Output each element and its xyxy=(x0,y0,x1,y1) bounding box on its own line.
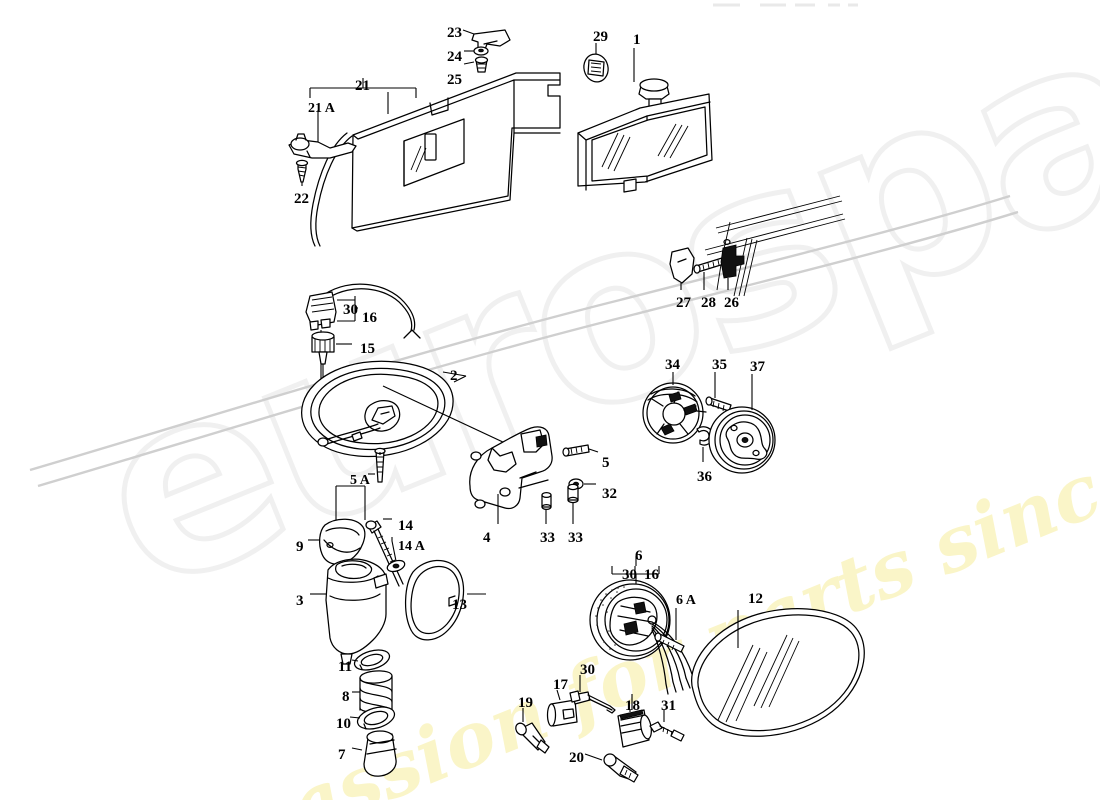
callout-34: 34 xyxy=(665,357,680,373)
callout-36: 36 xyxy=(697,469,712,485)
callout-28: 28 xyxy=(701,295,716,311)
callout-21-a: 21 A xyxy=(308,101,335,116)
leader-9-group xyxy=(335,485,366,520)
callout-4: 4 xyxy=(483,530,491,546)
callout-37: 37 xyxy=(750,359,765,375)
part-washer-24 xyxy=(464,46,489,56)
part-screw-22 xyxy=(295,159,309,186)
callout-9: 9 xyxy=(296,539,304,555)
part-motor-6 xyxy=(589,556,698,695)
part-terminal-19 xyxy=(515,708,550,754)
callout-23: 23 xyxy=(447,25,462,41)
part-ring-11 xyxy=(351,649,391,671)
callout-21: 21 xyxy=(355,78,370,94)
part-connector-15 xyxy=(311,331,352,398)
callout-26: 26 xyxy=(724,295,739,311)
part-sun-visor xyxy=(310,72,561,247)
part-sleeve-17 xyxy=(546,689,578,727)
callout-33: 33 xyxy=(540,530,555,546)
door-pillar-lines xyxy=(704,195,846,297)
callout-30: 30 xyxy=(622,567,637,583)
callout-22: 22 xyxy=(294,191,309,207)
callout-13: 13 xyxy=(452,597,467,613)
part-bushing-7 xyxy=(351,730,397,777)
callout-14-a: 14 A xyxy=(398,539,425,554)
callout-29: 29 xyxy=(593,29,608,45)
callout-6-a: 6 A xyxy=(676,593,696,608)
part-screw-35 xyxy=(705,372,732,412)
callout-18: 18 xyxy=(625,698,640,714)
callout-32: 32 xyxy=(602,486,617,502)
part-mirror-glass-12 xyxy=(691,608,865,737)
callout-12: 12 xyxy=(748,591,763,607)
part-cover-27 xyxy=(669,247,695,290)
callout-11: 11 xyxy=(338,659,353,675)
part-washer-14a xyxy=(386,537,406,573)
part-adjust-bracket-4 xyxy=(469,426,553,524)
part-carrier-plate-37 xyxy=(708,374,776,474)
callout-19: 19 xyxy=(518,695,533,711)
callout-8: 8 xyxy=(342,689,350,705)
part-mirror-housing-2 xyxy=(301,360,521,458)
callout-27: 27 xyxy=(676,295,691,311)
part-bolt-14 xyxy=(365,518,404,587)
callout-24: 24 xyxy=(447,49,462,65)
part-bolt-20 xyxy=(584,753,639,783)
callout-16: 16 xyxy=(644,567,659,583)
callout-31: 31 xyxy=(661,698,676,714)
callout-7: 7 xyxy=(338,747,346,763)
part-base-body-3 xyxy=(310,558,389,665)
callout-17: 17 xyxy=(553,677,568,693)
callout-5: 5 xyxy=(602,455,610,471)
part-screw-5 xyxy=(562,444,599,457)
callout-30: 30 xyxy=(343,302,358,318)
callout-10: 10 xyxy=(336,716,351,732)
callout-16: 16 xyxy=(362,310,377,326)
callout-20: 20 xyxy=(569,750,584,766)
part-ring-10 xyxy=(349,706,396,730)
callout-1: 1 xyxy=(633,32,641,48)
callout-14: 14 xyxy=(398,518,413,534)
part-pin-30 xyxy=(569,675,616,714)
part-drive-unit-34 xyxy=(642,372,707,444)
part-bushing-33-b xyxy=(567,483,579,524)
part-screw-28 xyxy=(693,257,725,290)
part-clip-29 xyxy=(583,43,609,83)
callout-35: 35 xyxy=(712,357,727,373)
part-terminal-pin-31 xyxy=(649,710,685,742)
callout-15: 15 xyxy=(360,341,375,357)
part-visor-pivot-bracket xyxy=(288,110,357,159)
part-screw-25 xyxy=(463,56,489,73)
callout-33: 33 xyxy=(568,530,583,546)
part-bracket-26 xyxy=(720,244,745,290)
body-context-outline xyxy=(29,194,1019,488)
bracket-21 xyxy=(309,78,417,114)
part-bushing-33-a xyxy=(541,491,552,524)
callout-5-a: 5 A xyxy=(350,473,370,488)
callout-6: 6 xyxy=(635,548,643,564)
part-seal-13 xyxy=(405,559,486,641)
part-screw-5a xyxy=(368,447,386,483)
part-screw-6a xyxy=(654,608,685,653)
callout-2: 2 xyxy=(450,368,458,384)
callout-3: 3 xyxy=(296,593,304,609)
callout-25: 25 xyxy=(447,72,462,88)
part-cover-9 xyxy=(308,518,366,565)
part-connector-block-18 xyxy=(617,694,652,748)
callout-30: 30 xyxy=(580,662,595,678)
part-interior-mirror xyxy=(577,48,713,193)
